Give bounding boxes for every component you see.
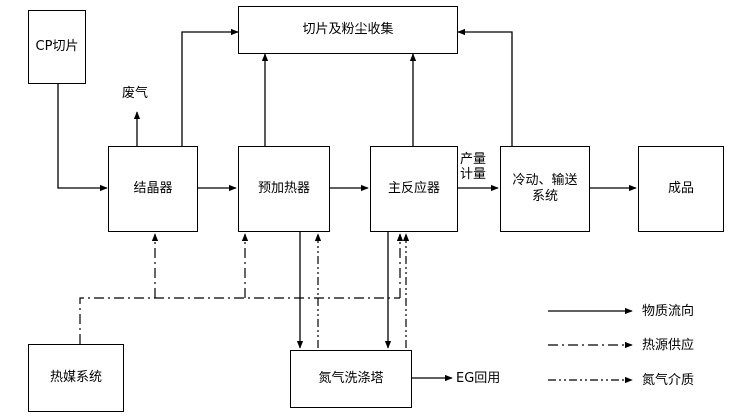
node-chip-dust-collection-label: 切片及粉尘收集 [302, 22, 394, 37]
label-metering-line2: 计量 [460, 167, 487, 182]
node-cp-cut: CP切片 [28, 10, 86, 84]
legend-material-label: 物质流向 [642, 304, 695, 319]
material-flow-lines [57, 28, 637, 382]
legend-nitrogen-label: 氮气介质 [642, 373, 695, 388]
heat-supply-trunk [79, 297, 400, 344]
label-metering-line1: 产量 [460, 152, 487, 167]
arrow-cooling-to-dust [457, 28, 513, 146]
node-nitrogen-washer-label: 氮气洗涤塔 [318, 371, 384, 386]
node-cooling-conveying-system: 冷动、输送 系统 [500, 146, 590, 232]
node-preheater: 预加热器 [238, 146, 330, 232]
node-product: 成品 [638, 146, 724, 232]
arrow-crystallizer-to-dust [181, 28, 239, 146]
node-cooling-label-line1: 冷动、输送 [512, 173, 578, 188]
node-crystallizer-label: 结晶器 [133, 181, 173, 196]
node-crystallizer: 结晶器 [108, 146, 198, 232]
legend-heat-label: 热源供应 [642, 338, 695, 353]
node-preheater-label: 预加热器 [257, 181, 310, 196]
node-chip-dust-collection: 切片及粉尘收集 [238, 6, 458, 54]
arrow-cp-to-crystallizer [57, 84, 108, 192]
nitrogen-lines [314, 233, 633, 384]
heat-supply-lines [79, 233, 633, 349]
node-main-reactor: 主反应器 [370, 146, 458, 232]
label-exhaust: 废气 [122, 86, 149, 101]
node-heat-medium-label: 热媒系统 [49, 370, 102, 385]
node-nitrogen-washer: 氮气洗涤塔 [290, 350, 412, 408]
node-main-reactor-label: 主反应器 [387, 181, 440, 196]
label-eg-return: EG回用 [456, 371, 501, 386]
node-heat-medium-system: 热媒系统 [28, 344, 124, 412]
node-product-label: 成品 [667, 181, 694, 196]
node-cooling-label-line2: 系统 [531, 189, 558, 204]
node-cp-cut-label: CP切片 [35, 39, 79, 54]
